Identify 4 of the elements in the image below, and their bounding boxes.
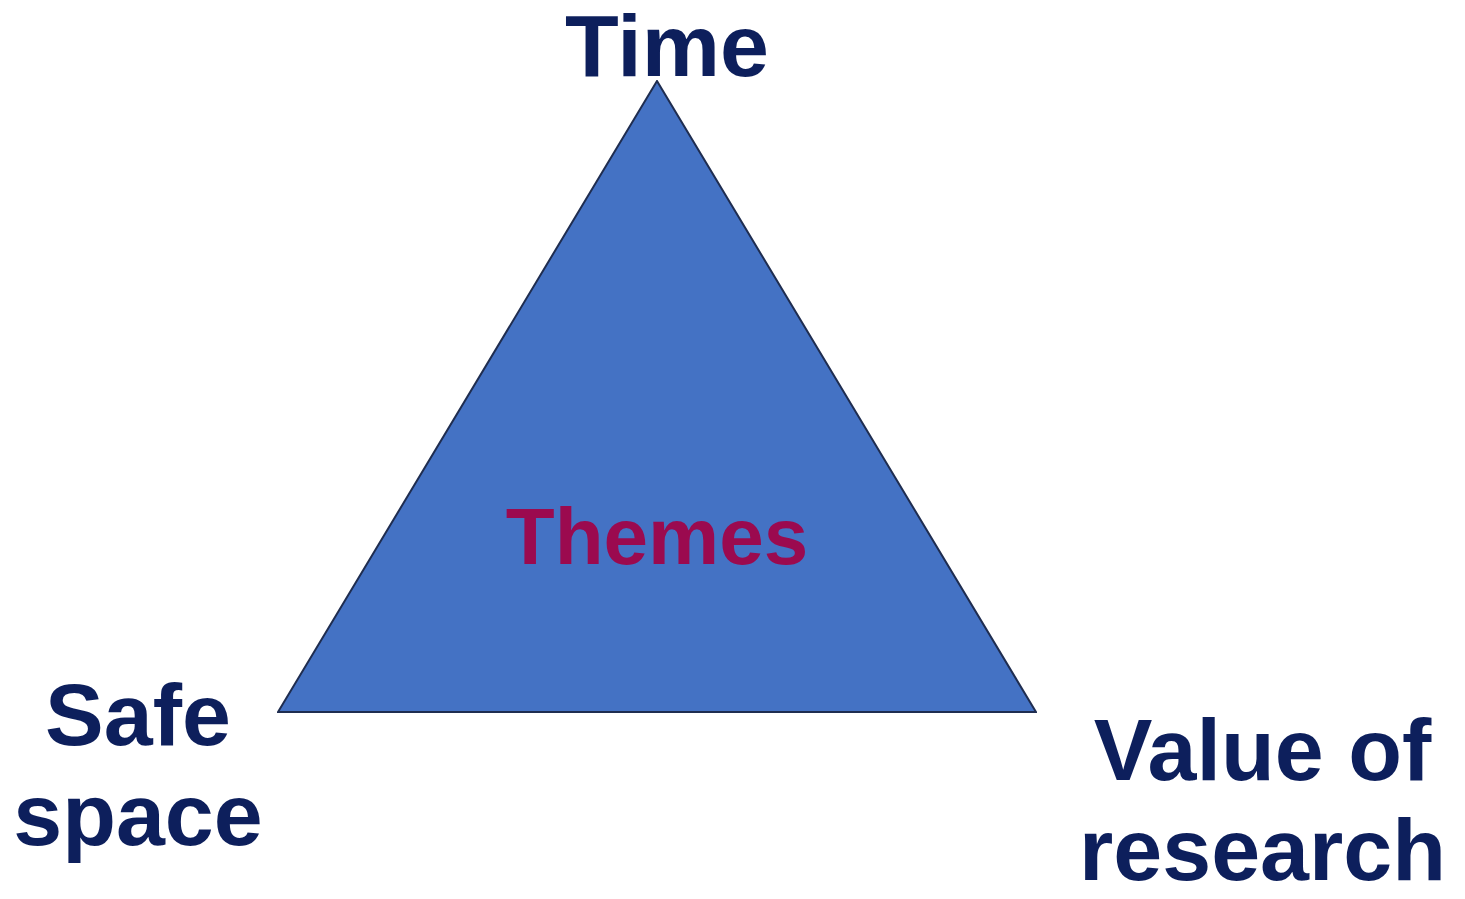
corner-label: Time — [565, 0, 769, 95]
corner-label: Value of research — [1079, 700, 1446, 899]
corner-label: Safe space — [13, 665, 263, 864]
node-label: Themes — [505, 492, 809, 581]
